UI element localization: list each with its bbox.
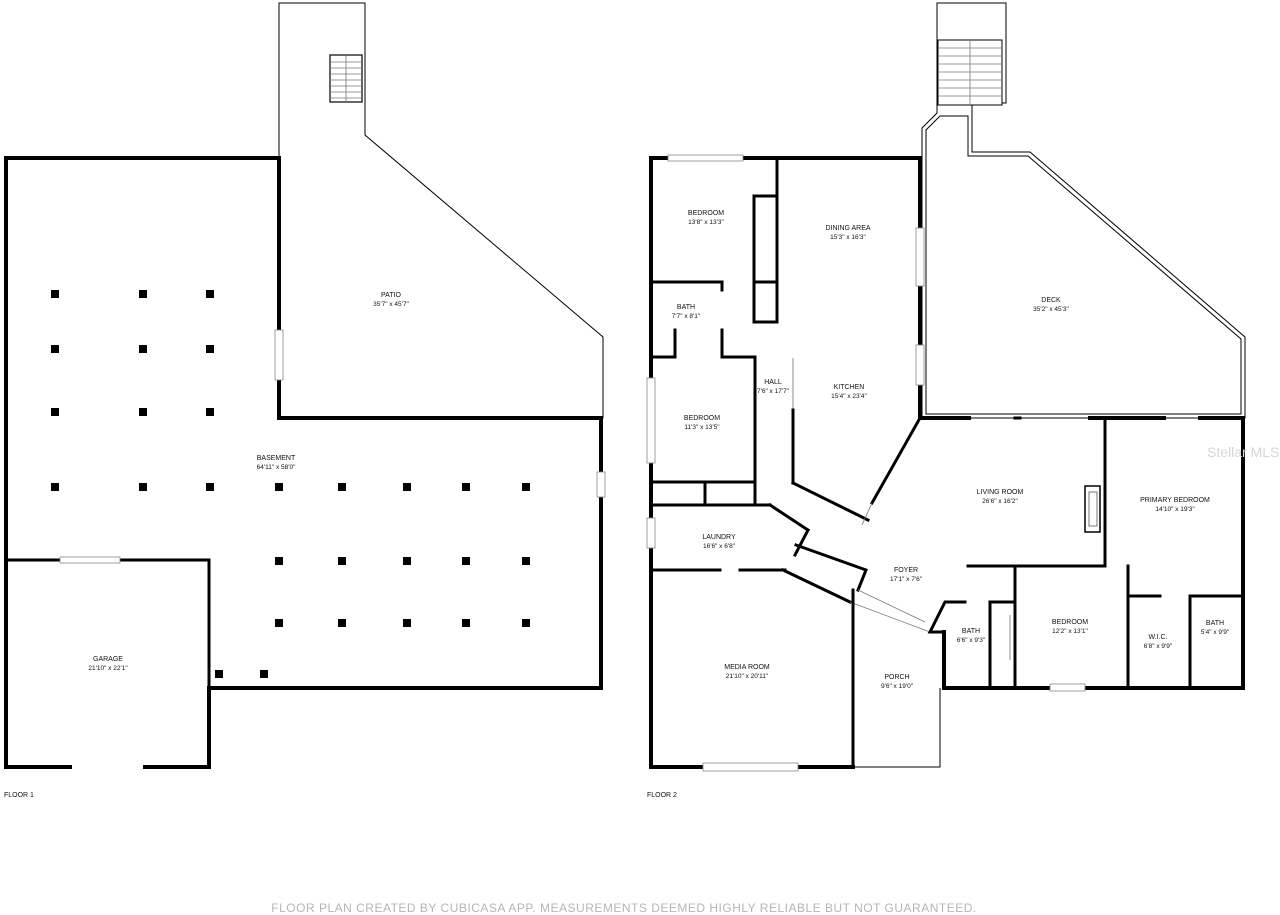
room-dims-primary-bedroom: 14'10" x 19'3" [1155,506,1195,513]
room-dims-porch: 9'6" x 19'0" [881,683,914,690]
room-dims-bath-2: 6'6" x 9'3" [957,637,986,644]
room-dims-deck: 35'2" x 45'3" [1033,306,1069,313]
room-label-dining-area: DINING AREA [825,225,870,232]
room-dims-garage: 21'10" x 22'1" [88,665,128,672]
room-label-laundry: LAUNDRY [702,534,736,541]
garage-wall [4,558,211,769]
room-dims-bath-3: 5'4" x 9'9" [1201,629,1230,636]
room-label-bath-2: BATH [962,628,980,635]
room-label-basement: BASEMENT [257,455,296,462]
room-dims-media-room: 21'10" x 20'11" [726,673,769,680]
room-label-primary-bedroom: PRIMARY BEDROOM [1140,497,1210,504]
room-label-wic: W.I.C. [1148,634,1167,641]
disclaimer-footer: FLOOR PLAN CREATED BY CUBICASA APP. MEAS… [271,901,976,915]
room-label-deck: DECK [1041,297,1061,304]
room-label-bedroom-2: BEDROOM [684,415,720,422]
stellar-mls-watermark: Stellar MLS [1207,444,1279,460]
room-label-living-room: LIVING ROOM [977,489,1024,496]
room-label-bedroom-3: BEDROOM [1052,619,1088,626]
room-label-garage: GARAGE [93,656,123,663]
basement-columns [51,290,530,678]
room-dims-bedroom-1: 13'8" x 13'3" [688,219,724,226]
room-label-kitchen: KITCHEN [834,384,865,391]
room-label-foyer: FOYER [894,567,918,574]
room-label-bath-3: BATH [1206,620,1224,627]
room-dims-bath-1: 7'7" x 8'1" [672,313,701,320]
room-dims-hall: 7'6" x 17'7" [757,388,790,395]
room-dims-foyer: 17'1" x 7'6" [890,576,923,583]
floor-2-label: FLOOR 2 [647,792,677,799]
floor-1-label: FLOOR 1 [4,792,34,799]
room-label-patio: PATIO [381,292,402,299]
room-dims-laundry: 16'6" x 6'8" [703,543,736,550]
room-label-porch: PORCH [884,674,909,681]
room-dims-kitchen: 15'4" x 23'4" [831,393,867,400]
room-dims-basement: 64'11" x 58'0" [257,464,296,471]
room-label-hall: HALL [764,379,782,386]
room-label-bath-1: BATH [677,304,695,311]
floor-2-plan: BEDROOM 13'8" x 13'3" DINING AREA 15'3" … [646,2,1279,799]
basement-wall [4,156,281,769]
room-label-bedroom-1: BEDROOM [688,210,724,217]
room-dims-living-room: 26'6" x 16'2" [982,498,1018,505]
room-label-media-room: MEDIA ROOM [724,664,770,671]
room-dims-patio: 35'7" x 45'7" [373,301,409,308]
room-dims-dining-area: 15'3" x 16'3" [830,234,866,241]
patio-outline [278,2,604,419]
deck-stairs [937,39,1003,106]
room-dims-wic: 6'8" x 9'9" [1144,643,1173,650]
patio-stairs [329,54,363,103]
floor-2-exterior-wall [649,156,922,769]
room-dims-bedroom-3: 12'2" x 13'1" [1052,628,1088,635]
floor-1-plan: PATIO 35'7" x 45'7" BASEMENT 64'11" x 58… [4,2,606,799]
room-dims-bedroom-2: 11'3" x 13'5" [684,424,720,431]
